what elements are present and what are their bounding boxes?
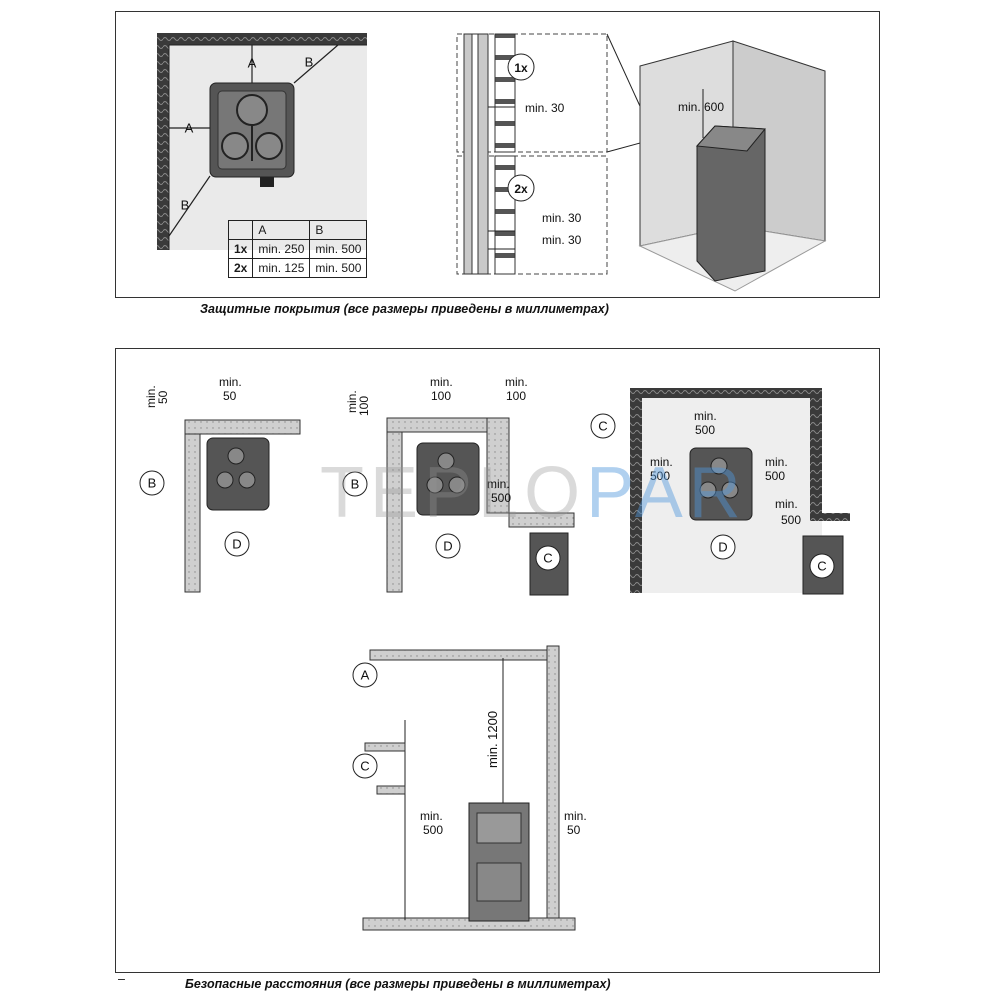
table-header-a: A	[252, 220, 311, 240]
fig2-100-horiz-right: 100	[506, 389, 526, 403]
table-row-1x-label: 1x	[227, 239, 254, 259]
table-row-2x-b: min. 500	[309, 258, 368, 278]
table-header-empty	[227, 220, 254, 240]
elevation-min-right: min.	[564, 809, 587, 823]
elevation-min-left: min.	[420, 809, 443, 823]
min30-label-2x-bottom: min. 30	[542, 233, 582, 247]
protective-covers-figure: A A B B 1x 2x min. 30 min. 30 min. 30 mi…	[157, 33, 827, 292]
fig3-500-diag: 500	[781, 513, 801, 527]
fig2-min-horiz-left: min.	[430, 375, 453, 389]
protective-covers-caption: Защитные покрытия (все размеры приведены…	[200, 302, 609, 316]
stove-topview	[209, 82, 295, 187]
table-row-1x-b: min. 500	[309, 239, 368, 259]
table-row-2x-label: 2x	[227, 258, 254, 278]
fig2-100-vert: 100	[357, 396, 371, 416]
fig3-label-c-bench: C	[817, 559, 826, 574]
fig3-min-left: min.	[650, 455, 673, 469]
footnote-mark: –	[118, 972, 125, 986]
table-row-1x-a: min. 250	[252, 239, 311, 259]
fig2-label-d: D	[443, 539, 452, 554]
fig3-label-c-wall: C	[598, 419, 607, 434]
safety-distances-caption: Безопасные расстояния (все размеры приве…	[185, 977, 611, 991]
fig3-label-d: D	[718, 540, 727, 555]
fig1-min-horiz: min.	[219, 375, 242, 389]
fig2-500-diag: 500	[491, 491, 511, 505]
fig2-min-horiz-right: min.	[505, 375, 528, 389]
min30-label-1x: min. 30	[525, 101, 565, 115]
fig3-500-top: 500	[695, 423, 715, 437]
table-header-b: B	[309, 220, 368, 240]
fig3-min-top: min.	[694, 409, 717, 423]
layout-room-with-bench	[590, 388, 850, 595]
fig1-min-vert: min.	[144, 385, 158, 408]
elevation-label-a: A	[361, 668, 370, 683]
dimension-a-arrows	[168, 44, 339, 237]
fig2-min-diag: min.	[487, 477, 510, 491]
fig3-500-left: 500	[650, 469, 670, 483]
elevation-min1200: min. 1200	[485, 711, 500, 768]
table-row-2x-a: min. 125	[252, 258, 311, 278]
layout-wall-niche	[386, 417, 575, 596]
two-layer-label: 2x	[514, 182, 528, 196]
fig2-label-b: B	[351, 477, 360, 492]
dim-b-bottom-label: B	[181, 198, 190, 213]
clearance-table: A B 1x min. 250 min. 500 2x min. 125 min…	[227, 220, 368, 278]
fig2-100-horiz-left: 100	[431, 389, 451, 403]
fig2-label-c: C	[543, 551, 552, 566]
fig1-50-vert: 50	[156, 390, 170, 404]
fig1-50-horiz: 50	[223, 389, 237, 403]
fig2-min-vert: min.	[345, 390, 359, 413]
layout-corner-shelf	[184, 419, 301, 593]
fig3-min-diag: min.	[775, 497, 798, 511]
watermark-logo: TEPLOPAR	[320, 453, 747, 533]
dim-a-left-label: A	[185, 121, 194, 136]
min600-label: min. 600	[678, 100, 724, 114]
fig3-min-right: min.	[765, 455, 788, 469]
fig3-500-right: 500	[765, 469, 785, 483]
min30-label-2x-top: min. 30	[542, 211, 582, 225]
wall-layer-detail	[456, 33, 608, 275]
room-3d	[606, 33, 827, 292]
fig1-label-b: B	[148, 476, 157, 491]
dim-a-top-label: A	[248, 56, 257, 71]
one-layer-label: 1x	[514, 61, 528, 75]
safety-distances-figure: min. 50 min. 50 B D min. 100 min. 100 mi…	[139, 375, 850, 931]
elevation-label-c: C	[360, 759, 369, 774]
elevation-500-left: 500	[423, 823, 443, 837]
fig1-label-d: D	[232, 537, 241, 552]
side-elevation	[352, 645, 576, 931]
dim-b-topright-label: B	[305, 55, 314, 70]
elevation-50-right: 50	[567, 823, 581, 837]
